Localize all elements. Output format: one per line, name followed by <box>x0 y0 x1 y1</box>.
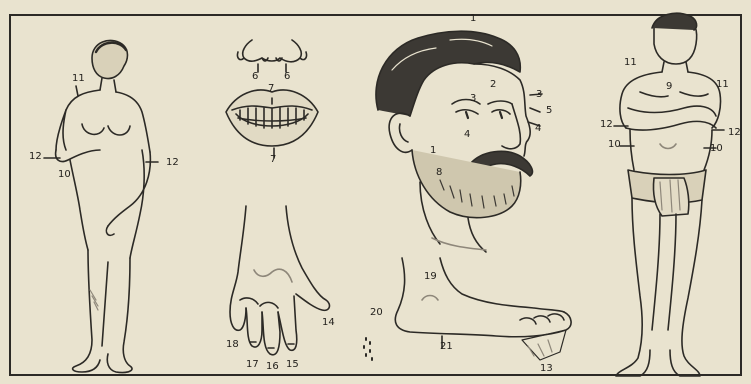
label-7-top: 7 <box>268 84 274 94</box>
male-head <box>376 31 542 252</box>
label-4-right: 4 <box>535 124 541 134</box>
label-11-male-right: 11 <box>716 80 729 90</box>
label-13: 13 <box>540 364 553 374</box>
nose-and-mouth <box>226 40 318 158</box>
label-3-right: 3 <box>536 90 542 100</box>
label-17: 17 <box>246 360 259 370</box>
label-7-bottom: 7 <box>270 155 276 165</box>
label-18: 18 <box>226 340 239 350</box>
label-14: 14 <box>322 318 335 328</box>
label-19: 19 <box>424 272 437 282</box>
label-9: 9 <box>666 82 672 92</box>
foot <box>364 258 571 360</box>
label-12-female-right: 12 <box>166 158 179 168</box>
label-20: 20 <box>370 308 383 318</box>
label-11-male-left: 11 <box>624 58 637 68</box>
label-1-cheek: 1 <box>430 146 436 156</box>
label-1-top: 1 <box>470 14 476 24</box>
label-6-right: 6 <box>284 72 290 82</box>
label-12-male-left: 12 <box>600 120 613 130</box>
label-2: 2 <box>490 80 496 90</box>
label-12-male-right: 12 <box>728 128 741 138</box>
label-10-male-left: 10 <box>608 140 621 150</box>
label-21: 21 <box>440 342 453 352</box>
label-10-male-right: 10 <box>710 144 723 154</box>
label-5: 5 <box>546 106 552 116</box>
label-8: 8 <box>436 168 442 178</box>
label-4-left: 4 <box>464 130 470 140</box>
label-6-left: 6 <box>252 72 258 82</box>
label-15: 15 <box>286 360 299 370</box>
label-11-female: 11 <box>72 74 85 84</box>
female-figure <box>44 40 158 372</box>
label-16: 16 <box>266 362 279 372</box>
hand <box>230 206 329 355</box>
label-3-left: 3 <box>470 94 476 104</box>
label-12-female-left: 12 <box>29 152 42 162</box>
label-10-female: 10 <box>58 170 71 180</box>
